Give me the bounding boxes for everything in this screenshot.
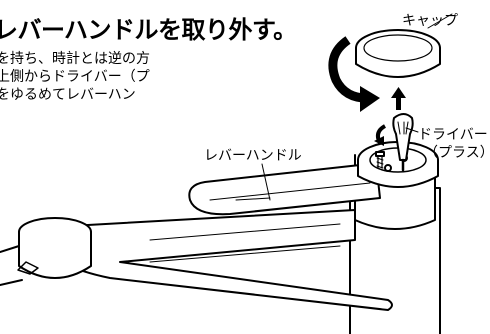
instruction-line: をゆるめてレバーハン: [0, 87, 136, 103]
cap-icon: [355, 29, 441, 78]
rotate-counterclockwise-arrow-icon: [328, 36, 380, 112]
rotate-screwdriver-arrow-icon: [374, 124, 387, 146]
lever-leader-line: [261, 163, 271, 201]
instruction-text: を持ち、時計とは逆の方 上側からドライバー（プ をゆるめてレバーハン: [0, 50, 150, 104]
screwdriver-icon: [392, 113, 414, 172]
cap-leader-line: [427, 13, 453, 29]
up-arrow-icon: [391, 87, 406, 110]
driver-label: ドライバー: [418, 127, 488, 143]
spout: [57, 209, 393, 311]
step-heading: レバーハンドルを取り外す。: [0, 16, 297, 44]
driver-type-label: （プラス）: [424, 145, 490, 161]
screw-icon: [375, 151, 385, 169]
instruction-line: 上側からドライバー（プ: [0, 69, 150, 85]
cap-label: キャップ: [402, 13, 458, 29]
spout-head: [18, 231, 92, 279]
driver-leader-line: [405, 127, 419, 133]
instruction-line: を持ち、時計とは逆の方: [0, 51, 150, 67]
lever-handle-label: レバーハンドル: [204, 148, 302, 164]
